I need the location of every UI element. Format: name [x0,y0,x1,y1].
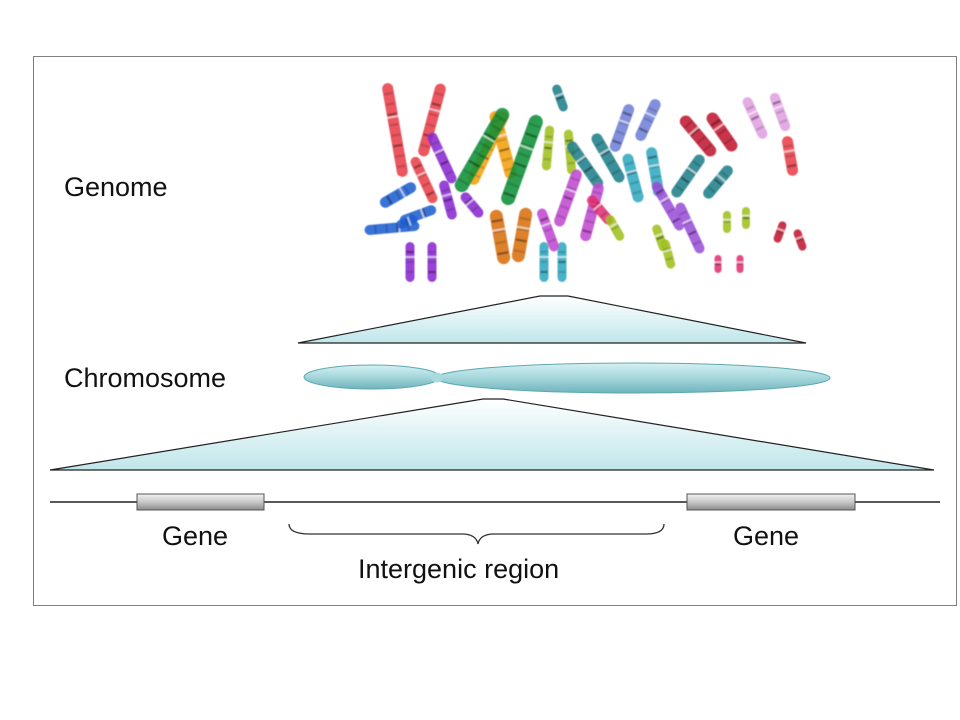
chromosome-glyph [605,215,625,241]
chromosome-glyph [541,125,555,171]
chromosome-glyph [781,136,799,176]
gene-right-box [686,493,856,511]
chromosome-glyph [427,132,457,184]
chromosome-glyph [714,255,722,273]
genome-label: Genome [64,172,168,202]
chromosome-glyph [769,92,791,132]
chromosome-glyph [489,209,511,265]
chromosome-glyph [410,156,438,204]
chromosome-glyph [651,181,685,231]
chromosome-glyph [460,192,484,218]
chromosome-glyph [742,207,750,229]
chromosome-glyph [591,133,625,183]
karyotype-image [364,83,807,282]
chromosome-glyph [557,242,567,282]
chromosome-glyph [418,83,446,157]
chromosome-glyph [552,84,568,112]
chromosome-glyph [742,97,768,139]
chromosome-glyph [439,180,457,220]
chromosome-glyph [501,114,543,206]
zoom-funnel-upper [297,295,807,344]
chromosome-glyph [427,242,437,282]
chromosome-glyph [537,208,559,252]
gene-right-label: Gene [733,521,800,551]
chromosome-glyph [635,99,661,141]
chromosome-glyph [675,202,705,254]
intergenic-region-label: Intergenic region [358,554,560,584]
gene-left-label: Gene [162,521,229,551]
chromosome-label: Chromosome [64,363,227,393]
chromosome-glyph [773,221,787,243]
chromosome-glyph [679,115,717,157]
chromosome-glyph [405,242,415,282]
gene-left-box [136,493,265,511]
chromosome-glyph [379,182,417,208]
chromosome-glyph [554,169,582,227]
chromosome-glyph [703,165,733,199]
intergenic-brace [288,523,665,545]
chromosome-glyph [706,112,738,152]
chromosome-glyph [396,215,418,229]
chromosome-glyph [671,154,705,198]
zoom-funnel-lower [49,398,935,471]
chromosome-glyph [382,83,408,177]
chromosome-glyph [454,107,510,193]
chromosome-glyph [622,153,644,203]
chromosome-glyph [723,211,731,233]
chromosome-glyph [511,207,533,263]
chromosome-glyph [793,229,807,251]
chromosome-glyph [539,242,549,282]
figure-frame [33,56,957,606]
chromosome-glyph [609,104,635,152]
chromosome-glyph [736,255,744,273]
chromosome-glyph [660,239,676,269]
chromosome-glyph [566,141,604,189]
chromosome-shape [303,362,831,394]
